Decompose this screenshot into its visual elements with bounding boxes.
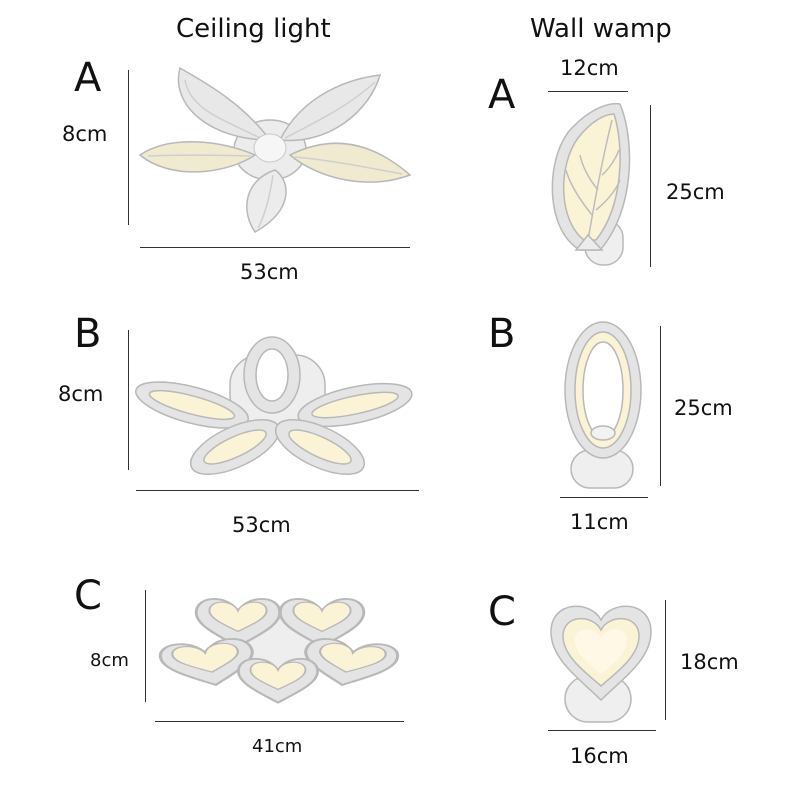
ceiling-c-height-line	[145, 590, 146, 702]
wall-lamp-a-image	[551, 102, 631, 266]
wall-a-width-line	[548, 91, 628, 92]
wall-b-height-line	[660, 326, 661, 486]
wall-lamp-header: Wall wamp	[530, 14, 672, 44]
wall-a-width: 12cm	[560, 56, 619, 80]
wall-c-width: 16cm	[570, 744, 629, 768]
wall-b-width-line	[560, 497, 648, 498]
ceiling-light-b-image	[135, 336, 413, 475]
ceiling-c-width: 41cm	[252, 736, 303, 757]
ceiling-light-a-image	[138, 66, 412, 233]
ceiling-light-c-image	[155, 597, 403, 704]
ceiling-b-width: 53cm	[232, 513, 291, 537]
wall-a-letter: A	[488, 72, 516, 118]
wall-c-height: 18cm	[680, 650, 739, 674]
ceiling-c-height: 8cm	[90, 650, 129, 671]
ceiling-a-width: 53cm	[240, 260, 299, 284]
wall-lamp-b-image	[564, 321, 642, 489]
ceiling-a-width-line	[140, 247, 410, 248]
ceiling-b-height: 8cm	[58, 382, 104, 406]
ceiling-b-height-line	[128, 330, 129, 470]
ceiling-a-height-line	[128, 70, 129, 225]
wall-a-height-line	[650, 105, 651, 267]
wall-b-letter: B	[488, 311, 516, 357]
wall-lamp-c-image	[550, 605, 652, 723]
ceiling-c-width-line	[155, 721, 404, 722]
ceiling-light-header: Ceiling light	[176, 14, 331, 44]
wall-c-height-line	[665, 600, 666, 720]
wall-a-height: 25cm	[666, 180, 725, 204]
ceiling-a-letter: A	[74, 55, 102, 101]
wall-b-width: 11cm	[570, 510, 629, 534]
ceiling-b-letter: B	[74, 311, 102, 357]
ceiling-b-width-line	[136, 490, 419, 491]
wall-c-letter: C	[488, 589, 516, 635]
ceiling-c-letter: C	[74, 573, 102, 619]
wall-b-height: 25cm	[674, 396, 733, 420]
wall-c-width-line	[548, 730, 656, 731]
ceiling-a-height: 8cm	[62, 122, 108, 146]
